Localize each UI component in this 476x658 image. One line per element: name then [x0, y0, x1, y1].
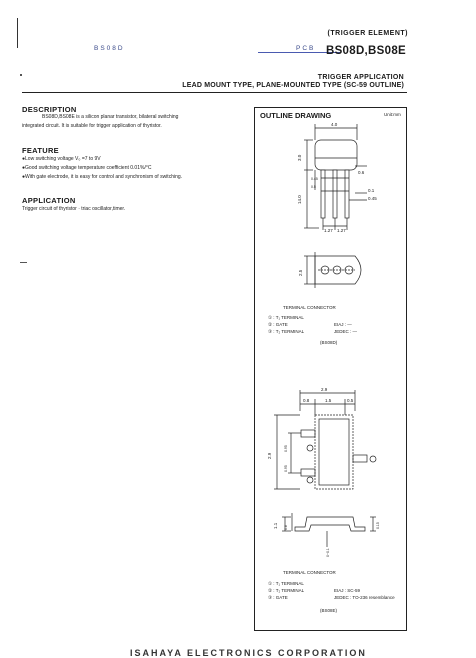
feature-item-3: ●With gate electrode, it is easy for con…: [22, 174, 183, 180]
dim-0-6: 0.6: [358, 170, 365, 175]
terminal-gate-bs08d: ② : GATE: [268, 322, 288, 327]
description-heading: DESCRIPTION: [22, 105, 77, 114]
dim-0-45: 0.45: [311, 177, 318, 181]
dim-pitch-2: 1.27: [337, 228, 346, 233]
dim-pitch-0-95-a: 0.95: [284, 445, 288, 452]
dim-0-0-1: 0~0.1: [326, 548, 330, 557]
part-number-small: BS08D: [94, 45, 125, 52]
bs08d-outline-drawing: 4.0 3.0 14.0 0.45 0.5 0.6 0.1 0.45 1.27 …: [297, 122, 377, 288]
dim-pitch-1: 1.27: [324, 228, 333, 233]
description-line-2: integrated circuit. It is suitable for t…: [22, 123, 162, 129]
terminal-heading-bs08e: TERMINAL CONNECTOR: [283, 570, 336, 575]
eiaj-bs08d: EIAJ : —: [334, 322, 352, 327]
description-line-1: BS08D,BS08E is a silicon planar transist…: [42, 114, 179, 120]
terminal-t1-bs08d: ① : T₁ TERMINAL: [268, 315, 304, 320]
header-underline: [258, 52, 340, 53]
subtitle-application: TRIGGER APPLICATION: [317, 74, 404, 81]
unit-label: Unit:mm: [384, 112, 401, 117]
dim-side-2-5: 2.5: [298, 269, 303, 276]
variant-label-bs08d: (BS08D): [320, 340, 338, 345]
feature-item-2: ●Good switching voltage temperature coef…: [22, 165, 152, 171]
dim-total-height: 2.9: [267, 452, 272, 459]
dim-0-5: 0.5: [311, 185, 316, 189]
category-label: (TRIGGER ELEMENT): [327, 30, 408, 37]
terminal-t1-bs08e: ① : T₁ TERMINAL: [268, 581, 304, 586]
dim-total-width: 2.9: [321, 387, 328, 392]
dim-right-0-5: 0.5: [347, 398, 354, 403]
dim-0-15: 0.15: [376, 522, 380, 529]
margin-mark: [17, 18, 18, 48]
jedec-bs08e: JEDEC : TO-236 resemblance: [334, 595, 395, 600]
dim-pitch-0-95-b: 0.95: [284, 465, 288, 472]
dim-left-0-8: 0.8: [303, 398, 310, 403]
margin-tick: [20, 262, 27, 263]
variant-label-bs08e: (BS08E): [320, 608, 338, 613]
application-text: Trigger circuit of thyristor · triac osc…: [22, 206, 126, 212]
application-heading: APPLICATION: [22, 196, 76, 205]
dim-mid-1-5: 1.5: [325, 398, 332, 403]
company-footer: ISAHAYA ELECTRONICS CORPORATION: [130, 648, 367, 658]
subtitle-package: LEAD MOUNT TYPE, PLANE-MOUNTED TYPE (SC-…: [182, 82, 404, 89]
eiaj-bs08e: EIAJ : SC-59: [334, 588, 361, 593]
dim-0-8: 0.8: [284, 525, 288, 530]
dim-height-1-1: 1.1: [273, 522, 278, 529]
terminal-t2-bs08d: ③ : T₂ TERMINAL: [268, 329, 305, 334]
jedec-bs08d: JEDEC : —: [334, 329, 358, 334]
dim-lead-width-0-45: 0.45: [368, 196, 377, 201]
outline-drawing-title: OUTLINE DRAWING: [260, 111, 332, 120]
dim-lead-length-14-0: 14.0: [297, 195, 302, 204]
terminal-heading-bs08d: TERMINAL CONNECTOR: [283, 305, 336, 310]
pcb-label-small: PCB: [296, 45, 316, 52]
margin-dot: [20, 74, 22, 76]
bs08e-outline-drawing: 2.9 0.8 1.5 0.5 2.9 0.95 0.95 1.1 0.8 0.…: [267, 387, 380, 557]
dim-0-1: 0.1: [368, 188, 375, 193]
page-title: BS08D,BS08E: [325, 45, 406, 57]
header-rule: [22, 92, 407, 93]
feature-item-1: ●Low switching voltage V₀ =7 to 9V: [22, 156, 101, 162]
feature-heading: FEATURE: [22, 146, 59, 155]
dim-width-4-0: 4.0: [331, 122, 338, 127]
terminal-gate-bs08e: ③ : GATE: [268, 595, 288, 600]
dim-height-3-0: 3.0: [297, 154, 302, 161]
terminal-t2-bs08e: ② : T₂ TERMINAL: [268, 588, 305, 593]
outline-drawing-frame: [254, 107, 407, 631]
